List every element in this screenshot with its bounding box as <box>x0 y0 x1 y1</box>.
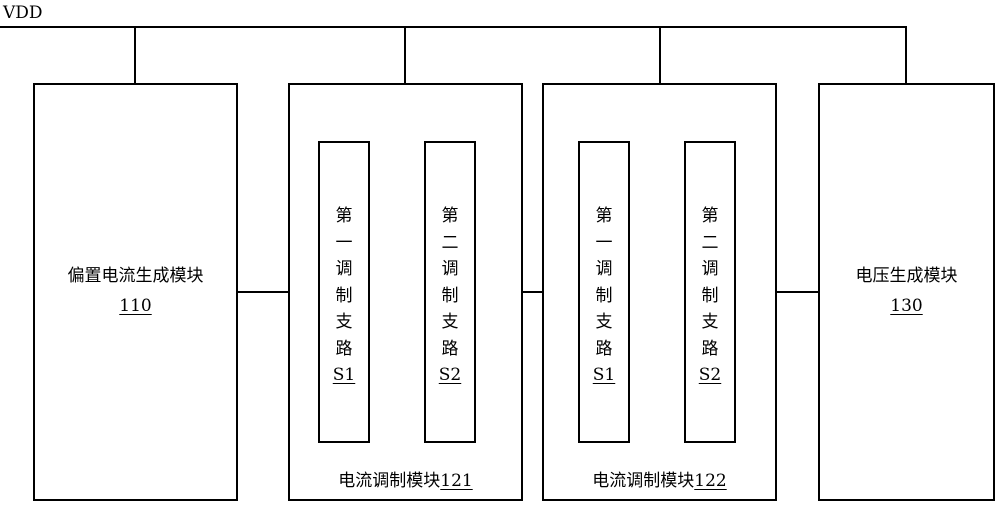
char: 调 <box>701 259 719 279</box>
signal-line <box>236 291 820 293</box>
branch-s1-122 <box>578 141 630 443</box>
char: 第 <box>335 206 353 226</box>
vdd-drop-122 <box>659 26 661 84</box>
char: 支 <box>701 312 719 332</box>
branch-s2-121-label: 第 二 调 制 支 路 S2 <box>424 203 476 389</box>
module-121-caption: 电流调制模块121 <box>288 471 523 491</box>
module-130-label: 电压生成模块 130 <box>818 266 995 316</box>
branch-s1-122-label: 第 一 调 制 支 路 S1 <box>578 203 630 389</box>
module-130-name: 电压生成模块 <box>855 266 958 286</box>
char: 路 <box>595 338 613 359</box>
vdd-rail <box>0 26 907 28</box>
char: 路 <box>335 338 353 359</box>
char: 二 <box>701 232 719 253</box>
char: 路 <box>701 338 719 359</box>
char: 第 <box>441 206 459 226</box>
char: 一 <box>595 232 613 253</box>
module-122-caption: 电流调制模块122 <box>542 471 777 491</box>
char: 路 <box>441 338 459 359</box>
bias-current-module-110 <box>33 83 238 501</box>
branch-s2-122 <box>684 141 736 443</box>
module-122-name: 电流调制模块 <box>592 471 695 491</box>
char: 调 <box>441 259 459 279</box>
branch-id: S1 <box>592 365 616 385</box>
char: 调 <box>595 259 613 279</box>
char: 制 <box>335 285 353 306</box>
char: 第 <box>595 206 613 226</box>
char: 支 <box>441 312 459 332</box>
module-122-id: 122 <box>694 471 727 491</box>
char: 一 <box>335 232 353 253</box>
char: 支 <box>335 312 353 332</box>
vdd-label: VDD <box>3 3 43 23</box>
module-121-name: 电流调制模块 <box>338 471 441 491</box>
char: 制 <box>701 285 719 306</box>
char: 制 <box>595 285 613 306</box>
module-130-id: 130 <box>890 296 923 316</box>
char: 支 <box>595 312 613 332</box>
branch-id: S2 <box>438 365 462 385</box>
module-110-name: 偏置电流生成模块 <box>67 266 204 286</box>
vdd-drop-110 <box>134 26 136 84</box>
module-121-id: 121 <box>440 471 473 491</box>
char: 第 <box>701 206 719 226</box>
char: 二 <box>441 232 459 253</box>
vdd-drop-130 <box>905 26 907 84</box>
char: 调 <box>335 259 353 279</box>
branch-s2-122-label: 第 二 调 制 支 路 S2 <box>684 203 736 389</box>
branch-s2-121 <box>424 141 476 443</box>
branch-id: S2 <box>698 365 722 385</box>
voltage-module-130 <box>818 83 995 501</box>
branch-id: S1 <box>332 365 356 385</box>
vdd-drop-121 <box>404 26 406 84</box>
branch-s1-121-label: 第 一 调 制 支 路 S1 <box>318 203 370 389</box>
char: 制 <box>441 285 459 306</box>
module-110-label: 偏置电流生成模块 110 <box>33 266 238 316</box>
branch-s1-121 <box>318 141 370 443</box>
module-110-id: 110 <box>119 296 152 316</box>
